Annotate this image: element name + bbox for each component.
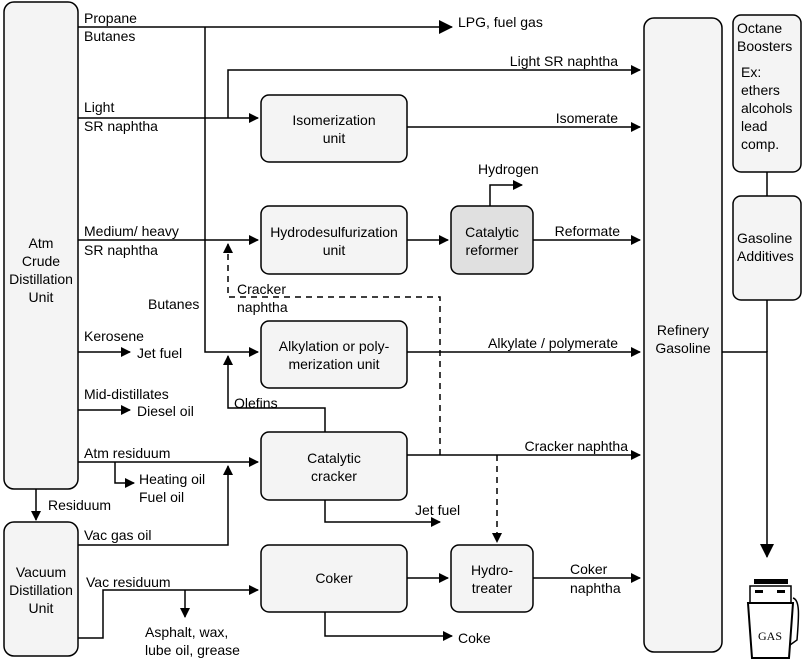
svg-text:naphtha: naphtha	[570, 580, 621, 596]
svg-text:Fuel oil: Fuel oil	[139, 489, 184, 505]
svg-text:Catalytic: Catalytic	[465, 224, 519, 240]
catalytic-cracker: Catalytic cracker	[260, 431, 408, 501]
svg-text:lube oil, grease: lube oil, grease	[145, 642, 240, 658]
svg-text:Vac residuum: Vac residuum	[86, 574, 171, 590]
svg-text:merization unit: merization unit	[288, 356, 379, 372]
svg-text:Unit: Unit	[29, 289, 54, 305]
coker-unit: Coker	[260, 544, 408, 613]
svg-text:Light SR naphtha: Light SR naphtha	[510, 53, 618, 69]
svg-text:Octane: Octane	[737, 20, 782, 36]
svg-text:Isomerization: Isomerization	[292, 112, 375, 128]
svg-text:Gasoline: Gasoline	[655, 340, 710, 356]
svg-text:Butanes: Butanes	[148, 296, 199, 312]
svg-text:Reformate: Reformate	[555, 223, 621, 239]
gas-pump-icon: GAS	[746, 579, 800, 659]
svg-text:Hydro-: Hydro-	[471, 562, 513, 578]
svg-text:Vacuum: Vacuum	[16, 564, 66, 580]
catalytic-reformer: Catalytic reformer	[450, 205, 534, 275]
svg-text:Asphalt, wax,: Asphalt, wax,	[145, 624, 228, 640]
svg-text:Coker: Coker	[315, 570, 353, 586]
svg-text:Coke: Coke	[458, 630, 491, 646]
svg-text:unit: unit	[323, 242, 346, 258]
svg-text:Crude: Crude	[22, 253, 60, 269]
svg-text:SR naphtha: SR naphtha	[84, 242, 158, 258]
svg-text:Cracker: Cracker	[237, 281, 286, 297]
svg-text:Propane: Propane	[84, 10, 137, 26]
flow-lines	[31, 20, 774, 641]
svg-text:Gasoline: Gasoline	[737, 230, 792, 246]
svg-text:Vac gas oil: Vac gas oil	[84, 527, 151, 543]
svg-text:Boosters: Boosters	[737, 38, 792, 54]
svg-text:Alkylate / polymerate: Alkylate / polymerate	[488, 335, 618, 351]
svg-text:Diesel oil: Diesel oil	[137, 403, 194, 419]
svg-text:Hydrodesulfurization: Hydrodesulfurization	[270, 224, 398, 240]
svg-text:Heating oil: Heating oil	[139, 471, 205, 487]
svg-text:Jet fuel: Jet fuel	[137, 345, 182, 361]
svg-text:Hydrogen: Hydrogen	[478, 161, 539, 177]
svg-text:Alkylation or poly-: Alkylation or poly-	[279, 338, 390, 354]
isomerization-unit: Isomerization unit	[260, 94, 408, 163]
svg-text:lead: lead	[741, 118, 767, 134]
svg-text:SR naphtha: SR naphtha	[84, 118, 158, 134]
svg-text:Refinery: Refinery	[657, 322, 709, 338]
hydrotreater-unit: Hydro-treater	[450, 544, 534, 613]
svg-text:reformer: reformer	[466, 242, 519, 258]
svg-text:cracker: cracker	[311, 468, 357, 484]
svg-text:Medium/ heavy: Medium/ heavy	[84, 223, 179, 239]
svg-text:LPG, fuel gas: LPG, fuel gas	[458, 14, 543, 30]
svg-text:Olefins: Olefins	[234, 395, 278, 411]
svg-text:alcohols: alcohols	[741, 100, 792, 116]
svg-text:Butanes: Butanes	[84, 28, 135, 44]
svg-text:GAS: GAS	[758, 629, 782, 643]
svg-text:naphtha: naphtha	[237, 299, 288, 315]
svg-text:Isomerate: Isomerate	[556, 110, 618, 126]
svg-text:Residuum: Residuum	[48, 497, 111, 513]
alkylation-unit: Alkylation or poly-merization unit	[260, 320, 408, 389]
svg-text:Distillation: Distillation	[9, 271, 73, 287]
svg-text:treater: treater	[472, 580, 513, 596]
svg-text:Kerosene: Kerosene	[84, 328, 144, 344]
svg-text:Catalytic: Catalytic	[307, 450, 361, 466]
svg-text:unit: unit	[323, 130, 346, 146]
svg-text:Cracker naphtha: Cracker naphtha	[524, 438, 628, 454]
svg-text:Ex:: Ex:	[741, 64, 761, 80]
svg-text:Coker: Coker	[570, 561, 608, 577]
svg-text:Light: Light	[84, 99, 114, 115]
svg-text:comp.: comp.	[741, 136, 779, 152]
svg-text:Jet fuel: Jet fuel	[415, 502, 460, 518]
svg-text:Mid-distillates: Mid-distillates	[84, 386, 169, 402]
svg-text:Unit: Unit	[29, 600, 54, 616]
hydrodesulfurization-unit: Hydrodesulfurization unit	[260, 205, 408, 275]
svg-text:Additives: Additives	[737, 248, 794, 264]
svg-text:ethers: ethers	[741, 82, 780, 98]
svg-text:Distillation: Distillation	[9, 582, 73, 598]
svg-text:Atm: Atm	[29, 235, 54, 251]
svg-text:Atm residuum: Atm residuum	[84, 445, 170, 461]
